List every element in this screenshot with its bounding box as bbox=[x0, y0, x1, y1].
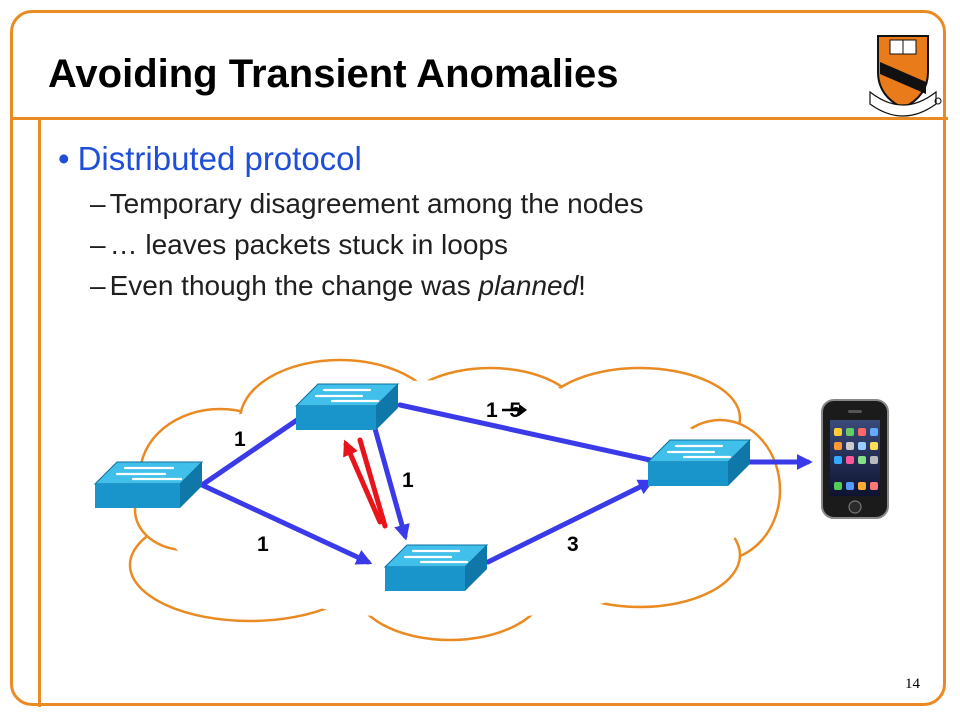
network-switch-icon bbox=[646, 439, 752, 486]
smartphone-icon bbox=[821, 399, 889, 519]
bullet-dot-icon: • bbox=[58, 140, 70, 177]
link-bottom-right bbox=[485, 479, 655, 565]
bullet-distributed-protocol: •Distributed protocol bbox=[58, 140, 362, 177]
network-switch-icon bbox=[294, 383, 400, 430]
left-rule bbox=[38, 117, 41, 707]
title-rule bbox=[13, 117, 948, 120]
edge-label-left-bottom: 1 bbox=[257, 533, 269, 556]
slide-frame bbox=[10, 10, 946, 706]
princeton-shield-icon bbox=[869, 35, 942, 117]
subbullet-1: –Temporary disagreement among the nodes bbox=[90, 188, 644, 219]
network-switch-icon bbox=[93, 461, 204, 508]
links bbox=[199, 402, 813, 565]
arrow-right-icon bbox=[502, 404, 527, 416]
loop-arrow-up bbox=[343, 439, 383, 525]
page-number: 14 bbox=[905, 676, 920, 692]
network-switch-icon bbox=[383, 544, 489, 591]
slide-title: Avoiding Transient Anomalies bbox=[48, 52, 619, 96]
link-left-top bbox=[199, 415, 303, 488]
edge-label-bottom-right: 3 bbox=[567, 533, 579, 556]
edge-label-middle: 1 bbox=[402, 469, 414, 492]
network-cloud bbox=[128, 358, 782, 642]
bullet-list: •Distributed protocol –Temporary disagre… bbox=[58, 140, 878, 311]
loop-arrow-down bbox=[357, 437, 388, 529]
link-left-bottom bbox=[199, 482, 373, 565]
link-top-right bbox=[397, 402, 653, 463]
edge-label-left-top: 1 bbox=[234, 428, 246, 451]
subbullet-3: –Even though the change was planned! bbox=[90, 270, 586, 301]
loop-arrows bbox=[343, 437, 388, 529]
link-top-middle bbox=[369, 415, 410, 541]
subbullet-2: –… leaves packets stuck in loops bbox=[90, 229, 508, 260]
